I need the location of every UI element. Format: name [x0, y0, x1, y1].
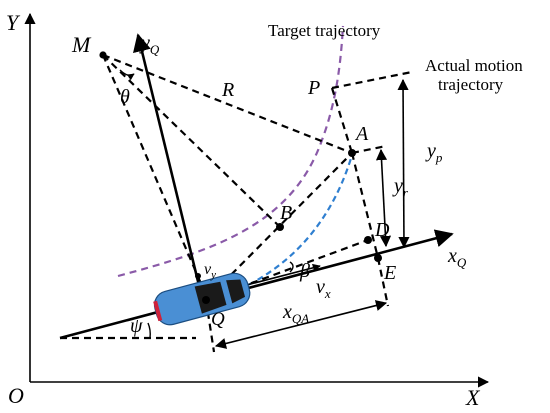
x-axis-label: X [465, 385, 481, 410]
yq-axis [133, 33, 205, 303]
p-top-marker [331, 70, 413, 90]
xqa-label: xQA [282, 301, 309, 326]
line-q-a [205, 152, 353, 301]
origin-label: O [8, 383, 24, 408]
theta-angle-arc [119, 69, 135, 81]
beta-label: β [299, 260, 310, 282]
actual-trajectory-label-line2: trajectory [438, 75, 504, 94]
a-top-marker [351, 144, 387, 155]
point-d-label: D [374, 219, 390, 241]
xqa-dimension-arrow [214, 300, 388, 349]
xq-label: xQ [447, 245, 467, 270]
line-m-q [101, 54, 210, 301]
vy-label: vy [204, 261, 216, 281]
line-m-b [102, 54, 281, 228]
point-b-label: B [280, 202, 292, 224]
line-a-e [350, 152, 380, 259]
point-b-dot [276, 223, 284, 231]
point-e-dot [374, 254, 382, 262]
point-e-label: E [383, 262, 396, 284]
yr-label: yr [392, 175, 409, 200]
line-m-a [102, 53, 353, 155]
theta-label: θ [120, 86, 130, 108]
xq-axis [59, 229, 454, 340]
psi-label: ψ [130, 315, 143, 337]
y-axis-label: Y [6, 10, 21, 35]
e-drop-line [376, 257, 390, 307]
radius-label: R [221, 79, 234, 101]
point-a-dot [348, 149, 356, 157]
point-vy-dot [195, 273, 201, 279]
psi-angle-arc [147, 322, 151, 339]
actual-trajectory-label-line1: Actual motion [425, 56, 523, 75]
point-m-label: M [71, 32, 92, 57]
yr-dimension-arrow [375, 148, 392, 248]
point-p-label: P [307, 77, 320, 99]
point-q-dot [202, 296, 210, 304]
yq-label: yQ [139, 32, 160, 57]
target-trajectory-curve [117, 25, 345, 278]
point-a-label: A [354, 123, 369, 145]
point-q-label: Q [211, 309, 225, 330]
target-trajectory-label: Target trajectory [268, 21, 381, 40]
yp-dimension-arrow [397, 78, 410, 249]
point-m-dot [99, 51, 107, 59]
point-d-dot [364, 236, 372, 244]
q-drop-line [204, 299, 216, 353]
vx-label: vx [316, 276, 331, 301]
beta-angle-arc [289, 261, 294, 273]
yp-label: yp [425, 140, 443, 165]
